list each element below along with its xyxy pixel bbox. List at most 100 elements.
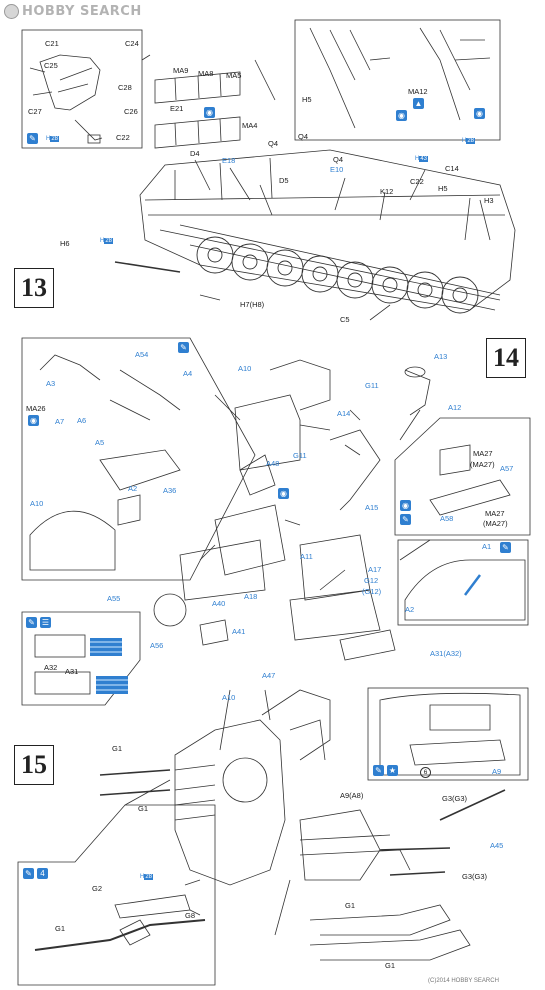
label-a31-a32: A31(A32): [430, 649, 462, 658]
label-c24: C24: [125, 39, 139, 48]
label-a10-main: A10: [238, 364, 252, 373]
step13-parts-inset-frame: [21, 29, 143, 149]
label-a15: A15: [365, 503, 379, 512]
label-a7: A7: [55, 417, 65, 426]
label-ma9: MA9: [173, 66, 189, 75]
label-q4-c: Q4: [333, 155, 344, 164]
label-a32: A32: [44, 663, 58, 672]
label-a14: A14: [337, 409, 351, 418]
label-a47: A47: [262, 671, 276, 680]
label-ma26: MA26: [26, 404, 46, 413]
label-c22-inset: C22: [116, 133, 130, 142]
label-c22: C22: [410, 177, 424, 186]
step-13-number: 13: [14, 268, 54, 308]
label-h5-inset: H5: [302, 95, 312, 104]
label-a31: A31: [65, 667, 79, 676]
label-h3: H3: [484, 196, 494, 205]
step-14-number: 14: [486, 338, 526, 378]
paint-icon-ma12: ▲: [413, 98, 424, 109]
step14-hull-inset-frame: [397, 539, 529, 626]
label-c28: C28: [118, 83, 132, 92]
label-a9-inset: A9: [492, 767, 502, 776]
label-a5: A5: [95, 438, 105, 447]
ref-h6-number: 28: [104, 238, 114, 244]
label-a45: A45: [490, 841, 504, 850]
step15-top-inset-frame: [367, 687, 529, 781]
paint-icon-right-inset-a: ◉: [400, 500, 411, 511]
quantity-icon: 4: [37, 868, 48, 879]
label-e21: E21: [170, 104, 184, 113]
label-ma27-b-alt: (MA27): [483, 519, 508, 528]
label-g12-alt: (G12): [362, 587, 382, 596]
label-a1: A1: [482, 542, 492, 551]
paint-icon-h5: ◉: [396, 110, 407, 121]
label-a57: A57: [500, 464, 514, 473]
label-g1-a: G1: [112, 744, 123, 753]
star-icon: ★: [387, 765, 398, 776]
label-a40: A40: [212, 599, 226, 608]
step13-top-inset-frame: [294, 19, 501, 141]
paint-icon-a48: ◉: [278, 488, 289, 499]
label-a54: A54: [135, 350, 149, 359]
label-g3-a: G3(G3): [442, 794, 468, 803]
label-e10: E10: [330, 165, 344, 174]
label-c5: C5: [340, 315, 350, 324]
label-g2: G2: [92, 884, 103, 893]
paint-icon: ◉: [204, 107, 215, 118]
label-a9-a8: A9(A8): [340, 791, 364, 800]
label-a2-hull: A2: [405, 605, 415, 614]
label-g1-c: G1: [345, 901, 356, 910]
label-h6: H6: [60, 239, 70, 248]
label-ma27-a: MA27: [473, 449, 493, 458]
label-ma27-a-alt: (MA27): [470, 460, 495, 469]
label-a56: A56: [150, 641, 164, 650]
label-a58: A58: [440, 514, 454, 523]
glue-icon-barrel-inset: ✎: [23, 868, 34, 879]
label-a36: A36: [163, 486, 177, 495]
ref-c14: H43: [415, 156, 429, 162]
label-g3-b: G3(G3): [462, 872, 488, 881]
label-c27: C27: [28, 107, 42, 116]
label-ma27-b: MA27: [485, 509, 505, 518]
label-ma12-inset: MA12: [408, 87, 428, 96]
logo-circle-icon: [4, 3, 19, 19]
blue-strip-lower: [96, 676, 128, 694]
label-e18: E18: [222, 156, 236, 165]
step-15-number: 15: [14, 745, 54, 785]
label-a18: A18: [244, 592, 258, 601]
label-ma4: MA4: [242, 121, 258, 130]
label-a55: A55: [107, 594, 121, 603]
step14-right-inset-frame: [394, 417, 531, 536]
label-a12: A12: [448, 403, 462, 412]
label-c26: C26: [124, 107, 138, 116]
label-a10-left: A10: [30, 499, 44, 508]
label-c14: C14: [445, 164, 459, 173]
label-a13: A13: [434, 352, 448, 361]
logo-text: HOBBY SEARCH: [22, 3, 142, 19]
ref-number: 28: [50, 136, 60, 142]
ref-c14-number: 43: [419, 156, 429, 162]
label-g1-b: G1: [138, 804, 149, 813]
label-q4-b: Q4: [268, 139, 279, 148]
label-d5: D5: [279, 176, 289, 185]
label-ma5: MA5: [226, 71, 242, 80]
step14-main-assembly: [153, 359, 431, 661]
ref-letter: H: [46, 136, 51, 142]
glue-icon-step15-inset: ✎: [373, 765, 384, 776]
step13-tank-hull: [139, 149, 516, 311]
label-circled-6: 6: [420, 767, 431, 778]
label-a10-step15: A10: [222, 693, 236, 702]
label-ma8: MA8: [198, 69, 214, 78]
ref-h6: H28: [100, 238, 114, 244]
label-a2-left: A2: [128, 484, 138, 493]
paint-icon-inset-right: ◉: [474, 108, 485, 119]
label-a48: A48: [266, 459, 280, 468]
step13-plates: [154, 71, 241, 149]
glue-icon-step14: ✎: [178, 342, 189, 353]
label-a6: A6: [77, 416, 87, 425]
glue-icon: ✎: [27, 133, 38, 144]
label-h7-h8: H7(H8): [240, 300, 265, 309]
blue-strip-upper: [90, 638, 122, 656]
step15-main-assembly: [99, 689, 506, 961]
